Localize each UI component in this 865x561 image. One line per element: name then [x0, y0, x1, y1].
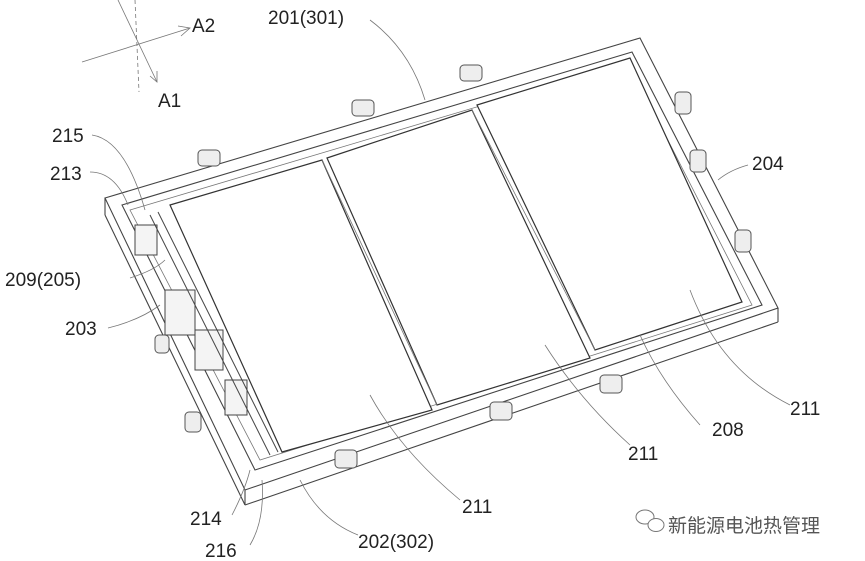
label-211-left: 211 [462, 497, 492, 518]
label-203: 203 [65, 319, 97, 340]
label-215: 215 [52, 126, 84, 147]
label-213: 213 [50, 164, 82, 185]
leader-lines [89, 19, 791, 546]
label-214: 214 [190, 509, 222, 530]
mounting-brackets [154, 64, 752, 469]
wechat-icon [635, 509, 665, 532]
battery-modules [169, 57, 743, 453]
axis-a1-label: A1 [158, 91, 181, 112]
electrical-components [134, 211, 279, 456]
battery-module-3 [476, 57, 743, 351]
label-216: 216 [205, 541, 237, 561]
battery-module-1 [169, 159, 433, 453]
label-209-205: 209(205) [5, 270, 81, 291]
label-202-302: 202(302) [358, 532, 434, 553]
axis-a2-label: A2 [192, 16, 215, 37]
label-211-middle: 211 [628, 444, 658, 465]
battery-module-2 [326, 109, 591, 406]
label-208: 208 [712, 420, 744, 441]
label-201-301: 201(301) [268, 8, 344, 29]
label-204: 204 [752, 154, 784, 175]
label-211-right: 211 [790, 399, 820, 420]
axis-indicator: A2 A1 [81, 0, 215, 112]
watermark-text: 新能源电池热管理 [668, 515, 820, 537]
watermark: 新能源电池热管理 [635, 509, 820, 537]
